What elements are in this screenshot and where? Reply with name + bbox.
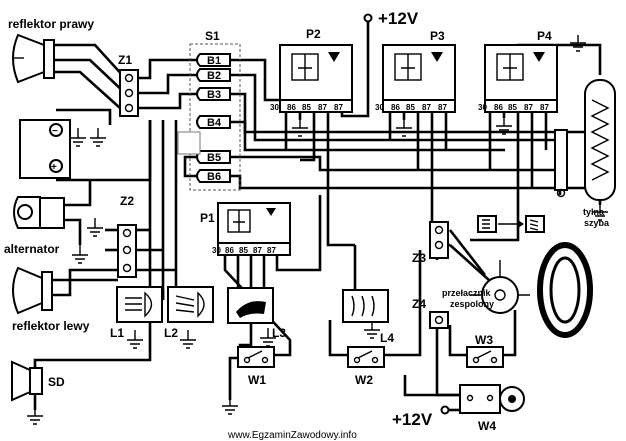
- switch-w2: [347, 346, 385, 368]
- reflector-left-label: reflektor lewy: [12, 319, 90, 333]
- p2-pin-87: 87: [318, 103, 327, 112]
- supply-terminal-top: [363, 13, 373, 23]
- b1-label: B1: [207, 55, 221, 67]
- p3-label: P3: [430, 29, 445, 43]
- svg-text:+: +: [51, 162, 57, 173]
- l3-label: L3: [272, 326, 286, 340]
- b5-label: B5: [207, 152, 221, 164]
- p1-pin-87: 87: [253, 246, 262, 255]
- l4-label: L4: [380, 331, 394, 345]
- relay-p2: [279, 44, 353, 113]
- z2-label: Z2: [120, 194, 134, 208]
- fuse-b3: [196, 87, 231, 101]
- b4-label: B4: [207, 117, 222, 129]
- steering-wheel: [537, 242, 593, 338]
- combination-switch: [470, 260, 530, 314]
- p3-pin-86: 86: [391, 103, 400, 112]
- fuse-b4: [196, 115, 231, 129]
- fuse-b6: [196, 169, 231, 183]
- l1-label: L1: [110, 326, 124, 340]
- combo-switch-label-1: przełacznik: [442, 288, 492, 298]
- switch-w1: [237, 346, 275, 368]
- fuse-b1: [196, 53, 231, 67]
- p4-pin-87b: 87: [540, 103, 549, 112]
- left-reflector: [12, 266, 53, 315]
- w3-label: W3: [475, 333, 493, 347]
- l2-label: L2: [164, 326, 178, 340]
- fuse-block-s1: [177, 43, 241, 191]
- z1-label: Z1: [118, 53, 132, 67]
- connector-z2: [117, 224, 137, 278]
- connector-z3: [429, 221, 449, 259]
- horn-sd: [11, 360, 43, 410]
- combo-switch-label-2: zespolony: [450, 299, 494, 309]
- watermark-text: www.EgzaminZawodowy.info: [227, 430, 357, 441]
- relay-p3: [382, 44, 456, 113]
- b3-label: B3: [207, 89, 221, 101]
- p1-pin-87b: 87: [267, 246, 276, 255]
- p4-label: P4: [537, 29, 552, 43]
- light-beam-icons: [477, 215, 545, 233]
- p3-pin-30: 30: [375, 103, 384, 112]
- right-reflector: [12, 33, 55, 84]
- p4-pin-87: 87: [524, 103, 533, 112]
- z3-label: Z3: [412, 251, 426, 265]
- b2-label: B2: [207, 70, 221, 82]
- horn-label: SD: [48, 375, 65, 389]
- rear-window-label-1: tylna: [583, 207, 605, 217]
- z4-label: Z4: [412, 297, 426, 311]
- p4-pin-85: 85: [508, 103, 517, 112]
- svg-text:−: −: [52, 126, 58, 137]
- connector-z4: [429, 311, 449, 329]
- p1-label: P1: [200, 211, 215, 225]
- b6-label: B6: [207, 171, 221, 183]
- alternator: [13, 196, 65, 229]
- lamp-l4: [342, 289, 389, 323]
- p3-pin-87b: 87: [438, 103, 447, 112]
- s1-label: S1: [205, 29, 220, 43]
- p2-label: P2: [306, 27, 321, 41]
- p2-pin-86: 86: [287, 103, 296, 112]
- supply-terminal-bottom: [440, 405, 450, 415]
- ground-symbols: [27, 35, 608, 425]
- rear-window-label-2: szyba: [584, 218, 610, 228]
- lamp-l1: [116, 286, 163, 323]
- p2-pin-30: 30: [270, 103, 279, 112]
- p4-pin-30: 30: [478, 103, 487, 112]
- p1-pin-85: 85: [239, 246, 248, 255]
- lamp-l3: [227, 287, 274, 324]
- alternator-label: alternator: [4, 242, 60, 256]
- p3-pin-87: 87: [422, 103, 431, 112]
- p1-pin-86: 86: [225, 246, 234, 255]
- p2-pin-87b: 87: [334, 103, 343, 112]
- wiring-harness: [33, 20, 602, 412]
- p4-pin-86: 86: [494, 103, 503, 112]
- p3-pin-85: 85: [406, 103, 415, 112]
- supply-top-label: +12V: [378, 9, 419, 28]
- p2-pin-85: 85: [302, 103, 311, 112]
- lamp-l2: [167, 286, 214, 323]
- w4-label: W4: [478, 419, 496, 433]
- connector-z1: [119, 69, 139, 117]
- switch-w3: [466, 346, 504, 368]
- w1-label: W1: [248, 373, 266, 387]
- rear-window-heater: [554, 79, 616, 201]
- reflector-right-label: reflektor prawy: [8, 17, 94, 31]
- relay-p4: [484, 44, 558, 113]
- switch-w4: [459, 384, 525, 414]
- relay-p1: [217, 202, 291, 256]
- fuse-b2: [196, 68, 231, 82]
- w2-label: W2: [355, 373, 373, 387]
- battery: − +: [19, 119, 71, 179]
- p1-pin-30: 30: [212, 246, 221, 255]
- supply-bottom-label: +12V: [392, 410, 433, 429]
